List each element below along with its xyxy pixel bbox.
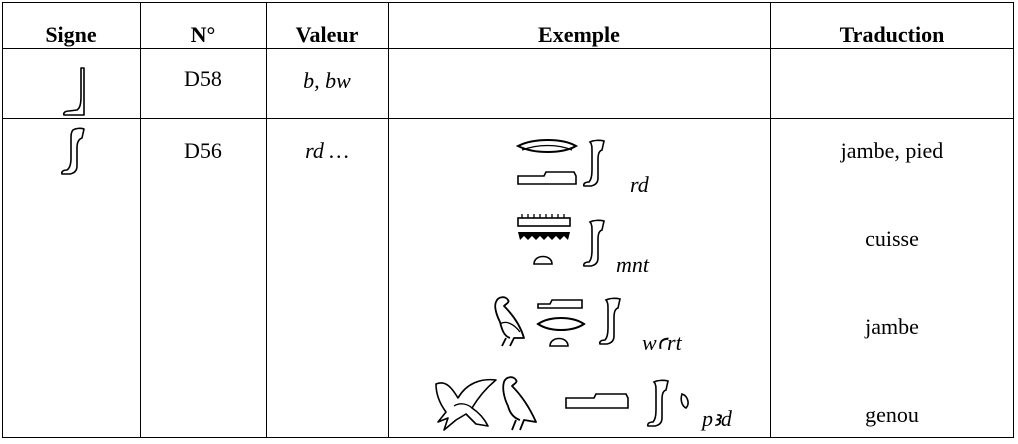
table-border-top — [2, 2, 1014, 3]
hieroglyph-mnt-example-icon — [514, 214, 610, 277]
header-traduction: Traduction — [839, 22, 945, 47]
row-D58-numero: D58 — [184, 66, 222, 91]
hieroglyph-wrt-example-icon — [490, 294, 634, 357]
traduction-jambe-pied: jambe, pied — [840, 138, 944, 163]
translit-wrt: wꜥrt — [642, 330, 682, 355]
header-exemple: Exemple — [538, 22, 620, 47]
hieroglyph-D58-foot-icon — [60, 66, 90, 123]
translit-rd: rd — [630, 172, 649, 197]
col-divider — [266, 2, 267, 438]
translit-mnt: mnt — [616, 252, 649, 277]
header-valeur: Valeur — [295, 22, 359, 47]
hieroglyph-p3d-example-icon — [432, 374, 698, 441]
header-divider — [2, 48, 1014, 49]
traduction-jambe: jambe — [865, 314, 919, 339]
header-signe: Signe — [45, 22, 97, 47]
row-D56-valeur: rd … — [305, 138, 349, 163]
table-border-right — [1013, 2, 1014, 438]
header-numero: N° — [190, 22, 216, 47]
table-border-left — [2, 2, 3, 438]
table-border-bottom — [2, 437, 1014, 438]
col-divider — [770, 2, 771, 438]
traduction-cuisse: cuisse — [865, 226, 919, 251]
row-divider — [2, 118, 1014, 119]
col-divider — [388, 2, 389, 438]
traduction-genou: genou — [865, 402, 919, 427]
translit-p3d: pꜣd — [702, 406, 732, 431]
hieroglyph-table: Signe N° Valeur Exemple Traduction D58 b… — [2, 2, 1014, 438]
row-D58-valeur: b, bw — [303, 68, 351, 93]
hieroglyph-D56-leg-icon — [58, 126, 90, 183]
col-divider — [140, 2, 141, 438]
hieroglyph-rd-example-icon — [514, 136, 610, 197]
row-D56-numero: D56 — [184, 138, 222, 163]
